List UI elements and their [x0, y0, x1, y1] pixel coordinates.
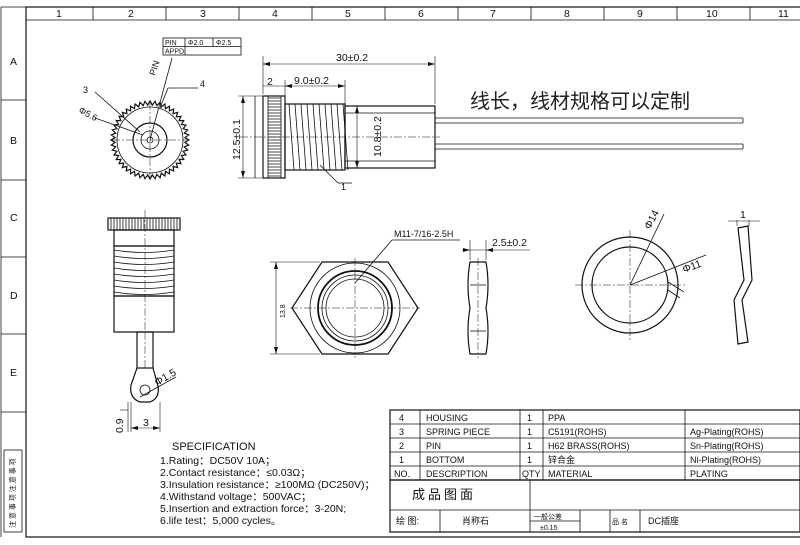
bom-cell: 锌合金 [548, 454, 575, 465]
drawn-label: 绘 图: [396, 515, 419, 526]
specification-block: SPECIFICATION 1.Rating：DC50V 10A； 2.Cont… [160, 441, 375, 527]
customization-note: 线长，线材规格可以定制 [470, 89, 690, 113]
nut-side-view: 2.5±0.2 [462, 237, 530, 358]
part-label: 品 名 [612, 517, 628, 526]
row-labels: A B C D E [10, 56, 18, 379]
bom-cell: HOUSING [426, 413, 468, 423]
bom-cell: H62 BRASS(ROHS) [548, 441, 630, 451]
column-label: 11 [778, 8, 789, 20]
dim-washer-thickness: 1 [740, 209, 746, 221]
bom-cell: 1 [399, 455, 404, 465]
column-label: 7 [490, 8, 496, 20]
dim-height: 12.5±0.1 [231, 119, 243, 160]
dim-flange: 2 [267, 76, 273, 88]
row-label: B [10, 135, 17, 147]
bom-header: NO. [394, 469, 410, 479]
thread-label: M11-7/16-2.5H [394, 229, 453, 239]
bom-cell: BOTTOM [426, 455, 464, 465]
column-label: 3 [200, 8, 206, 20]
bom-cell: C5191(ROHS) [548, 427, 607, 437]
row-label: C [10, 212, 18, 224]
column-label: 8 [564, 8, 570, 20]
nut-view: M11-7/16-2.5H 13.8 [270, 229, 460, 358]
drawing-frame [0, 6, 800, 538]
spec-item: 4.Withstand voltage：500VAC； [160, 491, 312, 503]
pin-table: PIN Φ2.0 Φ2.5 APPD [162, 37, 242, 56]
pin-table-cell: Φ2.0 [188, 40, 203, 47]
bom-header: DESCRIPTION [426, 469, 488, 479]
column-label: 9 [637, 8, 643, 20]
tolerance-value: ±0.15 [540, 525, 558, 532]
spec-item: 2.Contact resistance：≤0.03Ω； [160, 467, 311, 479]
dim-hole: Φ1.5 [153, 367, 179, 389]
bom-cell: Ag-Plating(ROHS) [690, 427, 764, 437]
bom-header: QTY [522, 469, 541, 479]
bom-cell: Sn-Plating(ROHS) [690, 441, 764, 451]
bom-header: PLATING [690, 469, 728, 479]
spec-item: 6.life test：5,000 cycles。 [160, 515, 281, 527]
drawing-title: 成品图面 [412, 488, 476, 503]
washer-view: Φ14 Φ11 [575, 208, 707, 340]
bom-cell: 4 [399, 413, 404, 423]
bom-cell: PIN [426, 441, 441, 451]
bom-cell: PPA [548, 413, 565, 423]
callout-3: 3 [83, 85, 88, 95]
dim-inner-dia: Φ11 [681, 258, 703, 276]
pin-label: PIN [147, 59, 161, 76]
dim-body-dia: 10.8±0.2 [372, 116, 384, 157]
title-block: 成品图面 绘 图: 肖称石 一般公差 ±0.15 品 名 DC插座 [389, 479, 800, 533]
dim-bottom: 3 [143, 417, 149, 429]
pin-table-cell: APPD [165, 49, 184, 56]
bom-cell: 1 [527, 455, 532, 465]
row-label: A [10, 56, 17, 68]
dim-nut-thickness: 2.5±0.2 [492, 237, 527, 249]
pin-table-cell: PIN [165, 40, 177, 47]
bom-cell: 2 [399, 441, 404, 451]
spec-item: 3.Insulation resistance：≥100MΩ (DC250V)； [160, 479, 375, 491]
side-view: 30±0.2 2 9.0±0.2 12.5±0.1 10.8±0.2 1 [231, 52, 744, 192]
side-strip: 注 意 事 项 注 意 事 项 [3, 449, 23, 533]
pin-table-cell: Φ2.5 [216, 40, 231, 47]
diameter-label: Φ5.6 [77, 105, 99, 123]
dim-across-flats: 13.8 [280, 304, 287, 318]
bom-cell: 1 [527, 441, 532, 451]
callout-1: 1 [341, 182, 346, 192]
profile-view: Φ1.5 3 0.9 [107, 210, 181, 433]
column-label: 5 [345, 8, 351, 20]
row-label: D [10, 290, 18, 302]
dim-outer-dia: Φ14 [642, 208, 662, 231]
washer-side-view: 1 [728, 209, 760, 345]
tolerance-label: 一般公差 [534, 512, 562, 521]
bom-table: 4 HOUSING 1 PPA 3 SPRING PIECE 1 C5191(R… [389, 409, 800, 481]
bom-header: MATERIAL [548, 469, 592, 479]
column-labels: 1 2 3 4 5 6 7 8 9 10 11 [56, 8, 789, 20]
side-strip-text: 注 意 事 项 注 意 事 项 [8, 458, 17, 528]
dim-thread: 9.0±0.2 [294, 75, 329, 87]
spec-title: SPECIFICATION [172, 441, 256, 453]
column-label: 6 [418, 8, 424, 20]
spec-item: 1.Rating：DC50V 10A； [160, 455, 276, 467]
drawn-by: 肖称石 [462, 515, 489, 526]
column-label: 1 [56, 8, 62, 20]
bom-cell: SPRING PIECE [426, 427, 490, 437]
column-label: 4 [272, 8, 278, 20]
part-name: DC插座 [648, 515, 679, 526]
row-label: E [10, 367, 17, 379]
bom-cell: 3 [399, 427, 404, 437]
bom-cell: 1 [527, 413, 532, 423]
column-label: 10 [706, 8, 718, 20]
dim-left: 0.9 [114, 418, 126, 433]
front-view: PIN 3 4 Φ5.6 [77, 57, 205, 181]
spec-item: 5.Insertion and extraction force：3-20N; [160, 503, 346, 515]
bom-cell: Ni-Plating(ROHS) [690, 455, 761, 465]
dim-overall-length: 30±0.2 [336, 52, 368, 64]
column-label: 2 [128, 8, 134, 20]
bom-cell: 1 [527, 427, 532, 437]
callout-4: 4 [200, 79, 205, 89]
